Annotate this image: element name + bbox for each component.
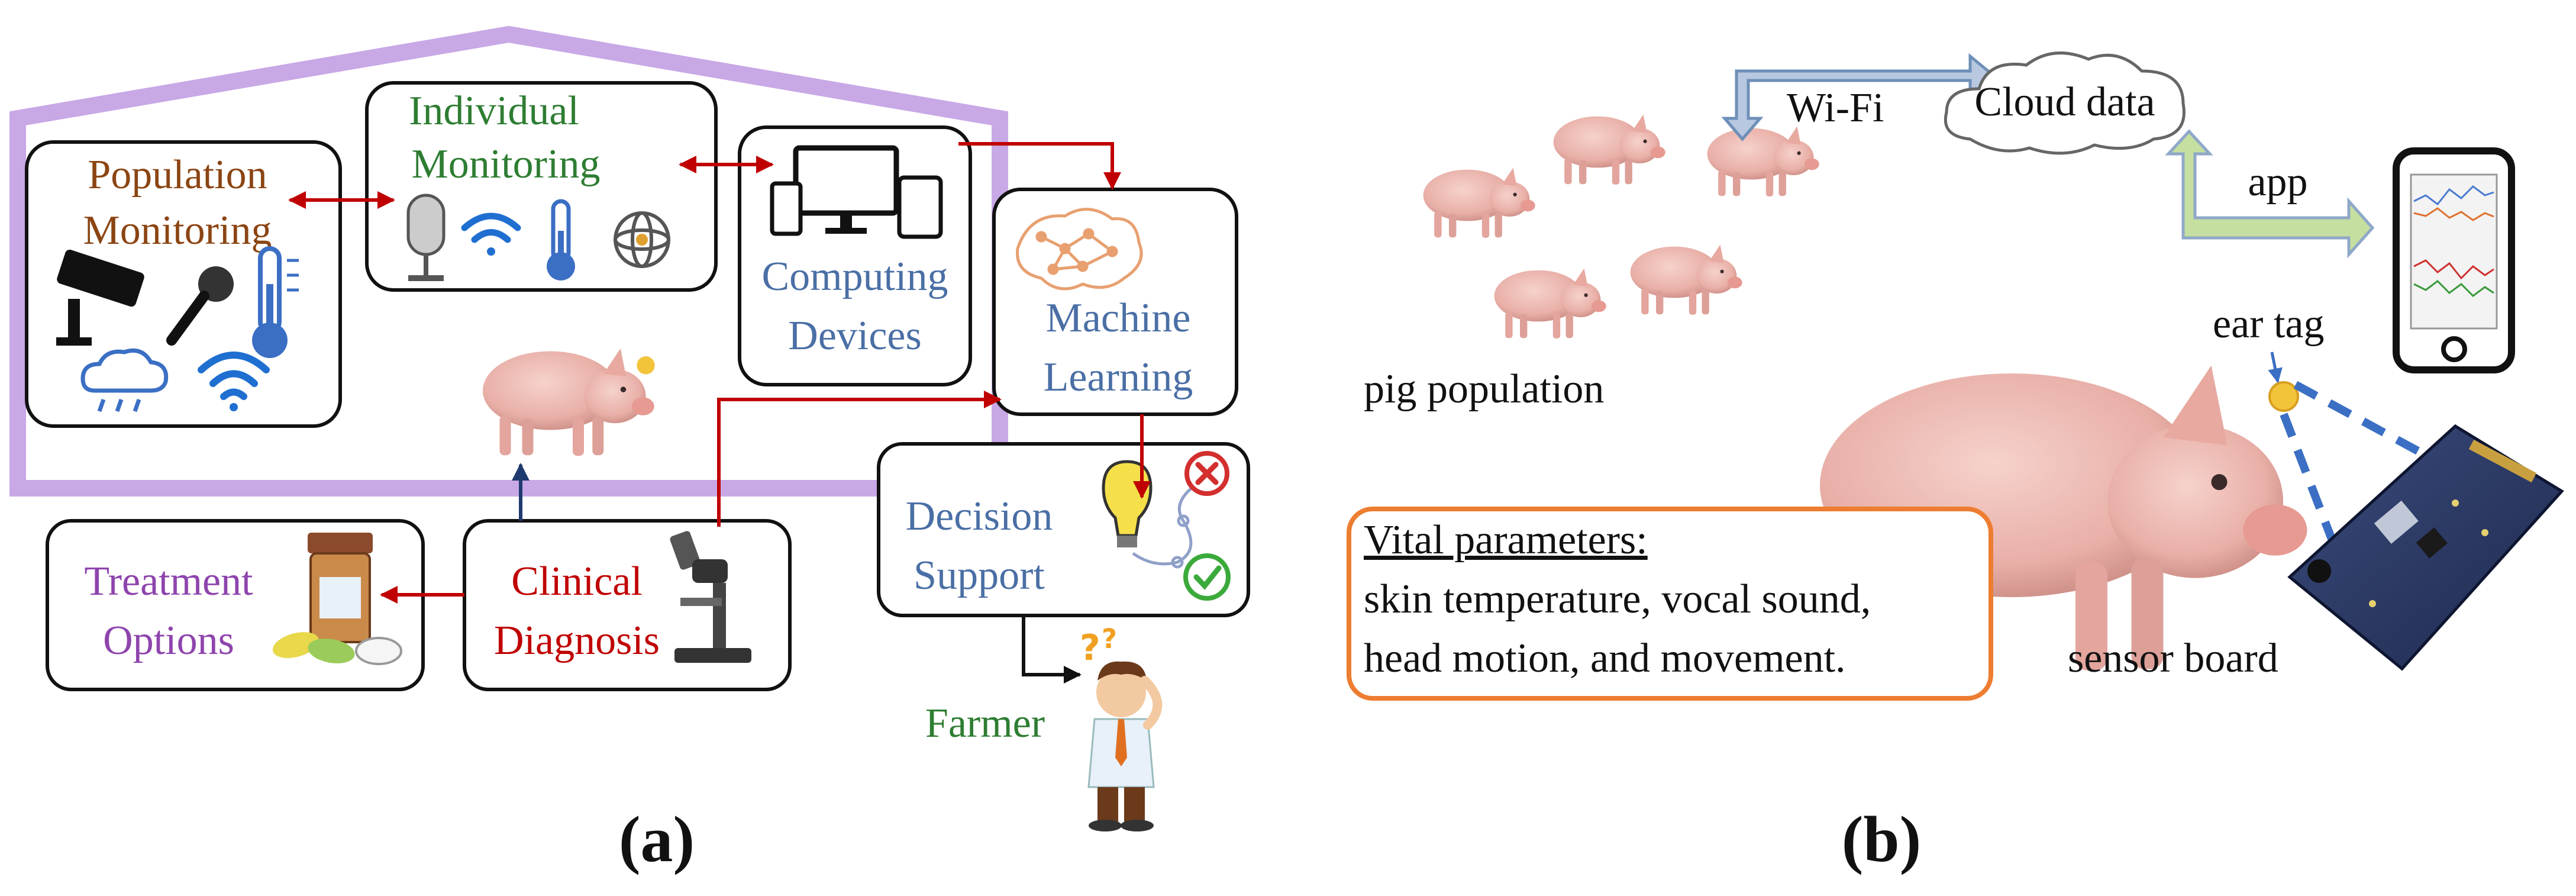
farmer-figure: Farmer ? ? [925,623,1163,831]
farmer-label: Farmer [925,701,1045,746]
vital-parameters-line-2: head motion, and movement. [1364,636,1846,681]
arrow-computing-ml [958,142,1121,190]
app-double-arrow [2165,129,2375,259]
gyroscope-icon [614,211,670,268]
app-label: app [2248,159,2307,205]
sensor-board-label: sensor board [2068,636,2278,681]
decision-support-box: Decision Support [877,442,1250,617]
pig-population-group [1423,114,1819,339]
reject-x-icon [1184,451,1229,496]
cloud-data-label: Cloud data [1974,79,2155,125]
microphone-icon [166,266,234,346]
panel-b-caption: (b) [1842,803,1921,875]
machine-learning-label-2: Learning [1044,354,1193,400]
treatment-options-label-2: Options [103,618,234,663]
ear-tag-arrow [2268,352,2283,383]
thermometer-icon [252,246,299,358]
rain-cloud-icon [80,348,169,412]
microscope-icon [670,531,751,663]
ear-tag-label: ear tag [2213,301,2324,347]
cloud-data-icon [1944,51,2186,155]
brain-network-icon [1016,208,1143,291]
decision-support-label: Decision [906,494,1053,539]
approve-check-icon [1183,553,1231,601]
individual-monitoring-label: Individual [409,88,579,134]
decision-path-icon [1132,484,1196,569]
sensor-board-icon [2287,424,2564,671]
machine-learning-label: Machine [1046,295,1191,341]
computing-devices-box: Computing Devices [738,125,972,386]
lightbulb-icon [1102,460,1153,547]
svg-text:?: ? [1080,627,1100,669]
svg-text:?: ? [1102,623,1117,655]
population-monitoring-label: Population [88,152,267,198]
vital-parameters-title: Vital parameters: [1364,517,1648,563]
vital-parameters-box: Vital parameters: skin temperature, voca… [1347,507,1993,701]
machine-learning-box: Machine Learning [992,188,1238,416]
camera-icon [56,249,144,346]
computer-devices-icon [770,145,943,239]
population-monitoring-box: Population Monitoring [25,140,342,428]
clinical-diagnosis-label-2: Diagnosis [494,618,660,663]
wifi-double-arrow [1721,53,1996,141]
pig-image-a [483,348,655,456]
computing-devices-label: Computing [761,254,948,299]
panel-a-caption: (a) [619,803,695,875]
computing-devices-label-2: Devices [788,313,921,359]
treatment-options-label: Treatment [84,559,253,604]
wifi-icon [198,352,270,411]
ear-tag-icon [2268,381,2299,412]
wifi-label: Wi-Fi [1787,85,1884,131]
pig-population-label: pig population [1364,366,1604,412]
vital-parameters-line-1: skin temperature, vocal sound, [1364,576,1871,622]
farmer-icon: ? ? [1080,623,1163,831]
population-monitoring-label-2: Monitoring [83,208,272,253]
thermometer-icon-individual [547,199,575,281]
medicine-icon [273,533,402,665]
arrow-decision-farmer [1022,615,1082,684]
individual-monitoring-label-2: Monitoring [412,141,601,187]
studio-microphone-icon [406,194,446,281]
dashed-line-top [2293,381,2440,466]
clinical-diagnosis-label: Clinical [511,559,643,604]
treatment-options-box: Treatment Options [46,519,425,691]
arrow-diagnosis-ml [717,391,1002,527]
smartphone-icon [2393,147,2515,373]
wifi-icon-individual [461,212,521,256]
individual-monitoring-box: Individual Monitoring [365,81,718,292]
clinical-diagnosis-box: Clinical Diagnosis [463,519,792,691]
decision-support-label-2: Support [913,553,1045,598]
